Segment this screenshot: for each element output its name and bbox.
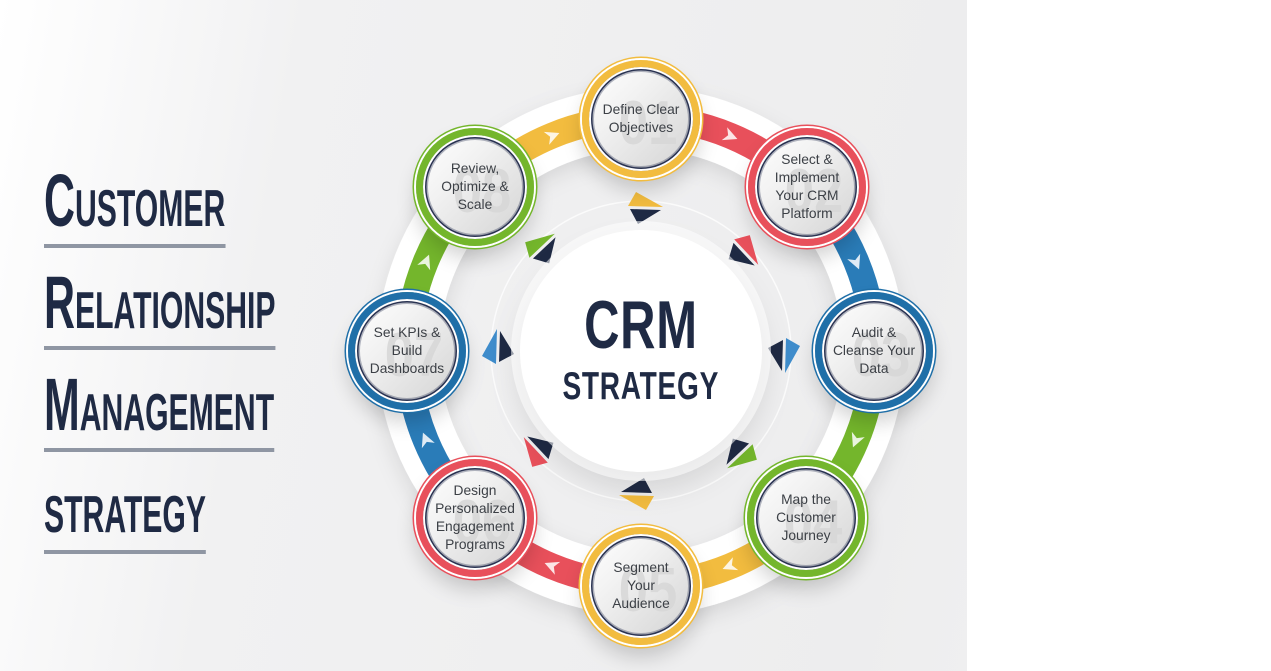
node-number: 04: [783, 487, 843, 557]
flow-chevron-icon: [417, 254, 431, 271]
center-title: CRM: [584, 287, 698, 364]
node-number: 03: [851, 320, 911, 390]
cursor-arrow-icon: [726, 438, 757, 469]
center-circle: CRM STRATEGY: [520, 230, 762, 472]
main-title: Customer Relationship Management strateg…: [44, 164, 443, 572]
cursor-arrow-icon: [619, 478, 654, 510]
node-number: 08: [452, 156, 512, 226]
node-08-review-optimize-scale: 08 Review, Optimize & Scale: [416, 128, 534, 246]
node-number: 05: [618, 555, 678, 625]
node-number: 07: [384, 320, 444, 390]
node-01-define-clear-objectives: 01 Define Clear Objectives: [582, 60, 700, 178]
cursor-arrows: [482, 192, 800, 510]
node-label: Map the Customer Journey: [776, 492, 836, 543]
node-02-select-implement-crm-platform: 02 Select & Implement Your CRM Platform: [748, 128, 866, 246]
node-05-segment-your-audience: 05 Segment Your Audience: [582, 527, 700, 645]
title-line-4: strategy: [44, 470, 206, 554]
node-label: Define Clear Objectives: [602, 102, 680, 135]
node-label: Review, Optimize & Scale: [441, 161, 509, 212]
node-06-design-personalized-engagement: 06 Design Personalized Engagement Progra…: [416, 459, 534, 577]
node-label: Set KPIs & Build Dashboards: [369, 325, 445, 376]
center-subtitle: STRATEGY: [562, 364, 720, 408]
node-03-audit-cleanse-data: 03 Audit & Cleanse Your Data: [815, 292, 933, 410]
cursor-arrow-icon: [768, 338, 800, 373]
flow-chevrons: [417, 127, 865, 575]
node-label: Segment Your Audience: [612, 560, 670, 611]
title-line-3: Management: [44, 368, 275, 452]
cursor-arrow-icon: [628, 192, 663, 224]
description-panel: This CRM Strategy framework guides you f…: [967, 0, 1271, 671]
cursor-arrow-icon: [525, 233, 556, 264]
node-number: 06: [452, 487, 512, 557]
title-line-2: Relationship: [44, 266, 276, 350]
flow-chevron-icon: [851, 431, 865, 448]
flow-chevron-icon: [544, 561, 561, 575]
flow-chevron-icon: [722, 557, 739, 571]
node-label: Select & Implement Your CRM Platform: [774, 152, 840, 221]
node-07-set-kpis-build-dashboards: 07 Set KPIs & Build Dashboards: [348, 292, 466, 410]
flow-chevron-icon: [421, 432, 435, 449]
node-04-map-customer-journey: 04 Map the Customer Journey: [747, 459, 865, 577]
cursor-arrow-icon: [523, 436, 554, 467]
flow-chevron-icon: [543, 131, 560, 145]
flow-chevron-icon: [721, 127, 738, 141]
title-line-1: Customer: [44, 164, 226, 248]
cursor-arrow-icon: [728, 235, 759, 266]
node-number: 02: [784, 156, 844, 226]
node-label: Design Personalized Engagement Programs: [435, 483, 515, 552]
node-label: Audit & Cleanse Your Data: [832, 325, 916, 376]
flow-chevron-icon: [847, 253, 861, 270]
node-number: 01: [618, 88, 678, 158]
cursor-arrow-icon: [482, 329, 514, 364]
